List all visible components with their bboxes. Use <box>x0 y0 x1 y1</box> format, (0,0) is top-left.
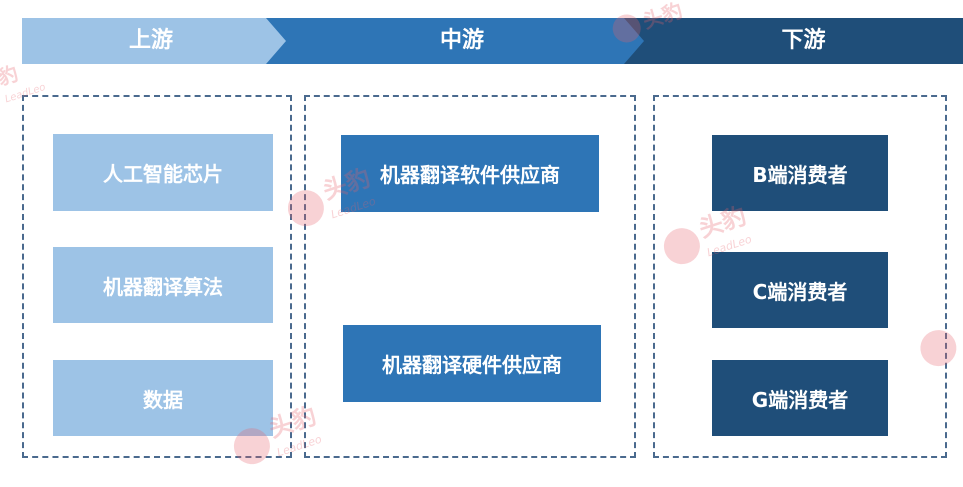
upstream-group <box>22 95 292 458</box>
downstream-item-c-consumer: C端消费者 <box>712 252 888 328</box>
stage-header-downstream: 下游 <box>624 18 963 64</box>
downstream-group <box>653 95 947 458</box>
upstream-item-ai-chip: 人工智能芯片 <box>53 134 273 211</box>
midstream-chevron-shape <box>266 18 648 64</box>
downstream-item-g-consumer: G端消费者 <box>712 360 888 436</box>
stage-label-midstream: 中游 <box>439 28 484 53</box>
midstream-item-software-vendor: 机器翻译软件供应商 <box>341 135 599 212</box>
midstream-group <box>304 95 636 458</box>
svg-text:豹: 豹 <box>0 61 21 90</box>
midstream-item-hardware-vendor: 机器翻译硬件供应商 <box>343 325 601 402</box>
downstream-chevron-shape <box>624 18 963 64</box>
upstream-item-translation-algorithm: 机器翻译算法 <box>53 247 273 323</box>
stage-label-downstream: 下游 <box>781 28 826 53</box>
upstream-chevron-shape <box>22 18 290 64</box>
stage-label-upstream: 上游 <box>128 28 173 53</box>
upstream-item-data: 数据 <box>53 360 273 436</box>
stage-header-upstream: 上游 <box>22 18 290 64</box>
stage-header-midstream: 中游 <box>266 18 648 64</box>
downstream-item-b-consumer: B端消费者 <box>712 135 888 211</box>
